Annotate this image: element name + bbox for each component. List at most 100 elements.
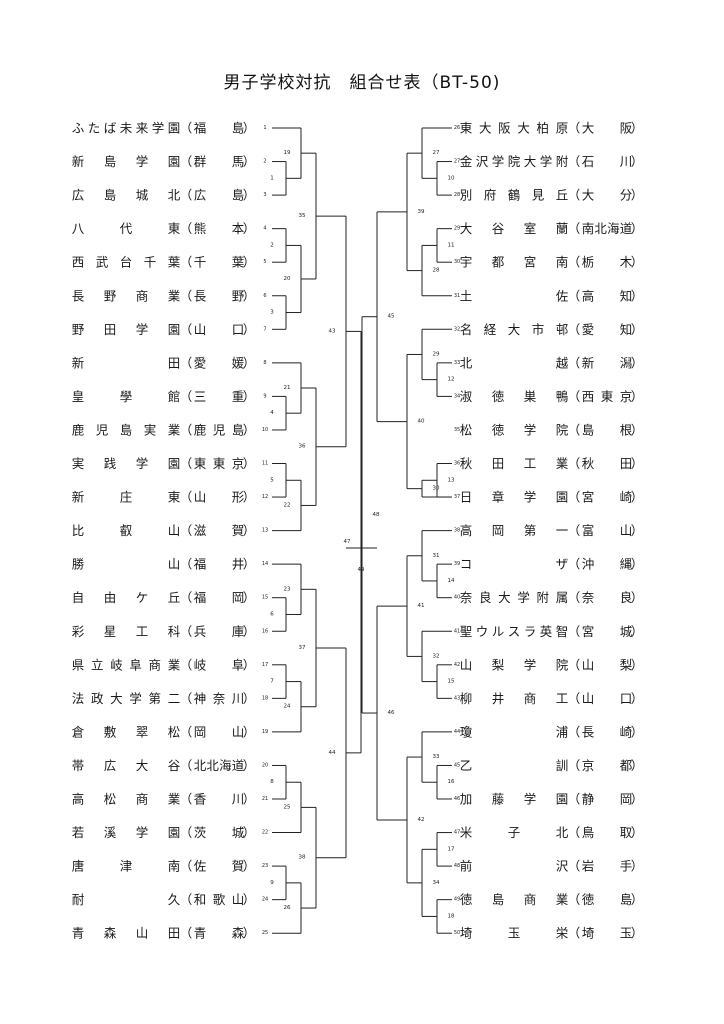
team-char: ラ [524,624,537,639]
paren-close: ） [631,355,644,370]
team-number: 23 [262,863,268,869]
team-prefecture: 沖縄 [582,557,633,572]
team-char: 園 [168,322,181,337]
paren-open: （ [568,355,581,370]
team-char: 岐 [194,657,207,672]
team-char: 井 [492,691,505,706]
team-char: 北 [594,221,607,236]
team-char: 福 [194,590,207,605]
team-char: 森 [104,926,117,941]
team-number: 46 [454,796,460,802]
paren-close: ） [631,792,644,807]
team-prefecture: 鹿児島 [194,422,245,437]
team-char: 園 [168,154,181,169]
team-char: 商 [149,657,162,672]
team-char: 歌 [213,892,226,907]
match-number: 43 [329,328,336,334]
paren-open: （ [180,154,193,169]
team-char: 田 [492,456,505,471]
team-name: 松徳学院 [460,422,569,437]
team-char: 東 [213,456,226,471]
team-prefecture: 長崎 [582,724,633,739]
team-char: 実 [72,456,85,471]
team-char: 福 [194,557,207,572]
paren-close: ） [243,221,256,236]
team-char: 賀 [232,859,245,874]
team-char: 附 [556,154,569,169]
paren-open: （ [568,691,581,706]
team-name: 秋田工業 [460,456,569,471]
match-number: 42 [418,817,425,823]
paren-open: （ [180,355,193,370]
team-number: 10 [262,427,268,433]
team-name: 帯広大谷 [72,758,181,773]
team-prefecture: 愛知 [582,322,633,337]
team-char: 蘭 [556,221,569,236]
paren-open: （ [180,657,193,672]
team-char: 大 [498,590,511,605]
team-prefecture: 秋田 [582,456,633,471]
team-char: 松 [460,422,473,437]
paren-close: ） [631,624,644,639]
team-char: 良 [479,590,492,605]
paren-close: ） [631,892,644,907]
team-prefecture: 京都 [582,758,633,773]
team-char: 子 [508,825,521,840]
paren-open: （ [568,758,581,773]
team-prefecture: 山梨 [582,657,633,672]
team-char: 沢 [556,859,569,874]
team-char: 大 [479,121,492,136]
team-char: 商 [524,892,537,907]
paren-close: ） [631,590,644,605]
team-char: 学 [152,121,165,136]
team-char: 媛 [232,355,245,370]
team-number: 22 [262,830,268,836]
paren-close: ） [243,154,256,169]
team-char: 奈 [582,590,595,605]
team-prefecture: 広島 [194,188,245,203]
team-prefecture: 徳島 [582,892,633,907]
team-char: ル [492,624,505,639]
team-char: 見 [532,188,545,203]
team-prefecture: 大分 [582,188,633,203]
team-char: ス [508,624,521,639]
team-char: 山 [232,724,245,739]
team-char: 口 [620,691,633,706]
team-name: 宇都宮南 [460,255,569,270]
paren-open: （ [180,590,193,605]
team-number: 16 [262,628,268,634]
team-char: 島 [104,154,117,169]
team-char: 道 [232,758,245,773]
match-number: 8 [270,779,274,785]
team-name: 聖ウルスラ英智 [460,624,569,639]
team-name: 実践学園 [72,456,181,471]
team-prefecture: 石川 [582,154,633,169]
team-char: 業 [556,892,569,907]
team-char: 山 [232,892,245,907]
team-prefecture: 北北海道 [194,758,245,773]
team-number: 47 [454,830,460,836]
paren-close: ） [631,288,644,303]
team-char: 兵 [194,624,207,639]
team-char: 学 [524,490,537,505]
team-char: 鹿 [194,422,207,437]
team-char: 鴨 [556,389,569,404]
team-number: 30 [454,259,460,265]
team-char: 柳 [460,691,473,706]
paren-open: （ [180,557,193,572]
team-char: 三 [194,389,207,404]
team-number: 29 [454,226,460,232]
paren-close: ） [243,724,256,739]
team-char: 園 [556,792,569,807]
team-char: 長 [72,288,85,303]
match-number: 7 [270,679,274,685]
team-prefecture: 山形 [194,490,245,505]
team-char: 経 [484,322,497,337]
team-char: 巣 [524,389,537,404]
team-number: 15 [262,595,268,601]
team-char: 学 [492,154,505,169]
team-char: 城 [136,188,149,203]
team-char: 科 [168,624,181,639]
team-char: 未 [120,121,133,136]
